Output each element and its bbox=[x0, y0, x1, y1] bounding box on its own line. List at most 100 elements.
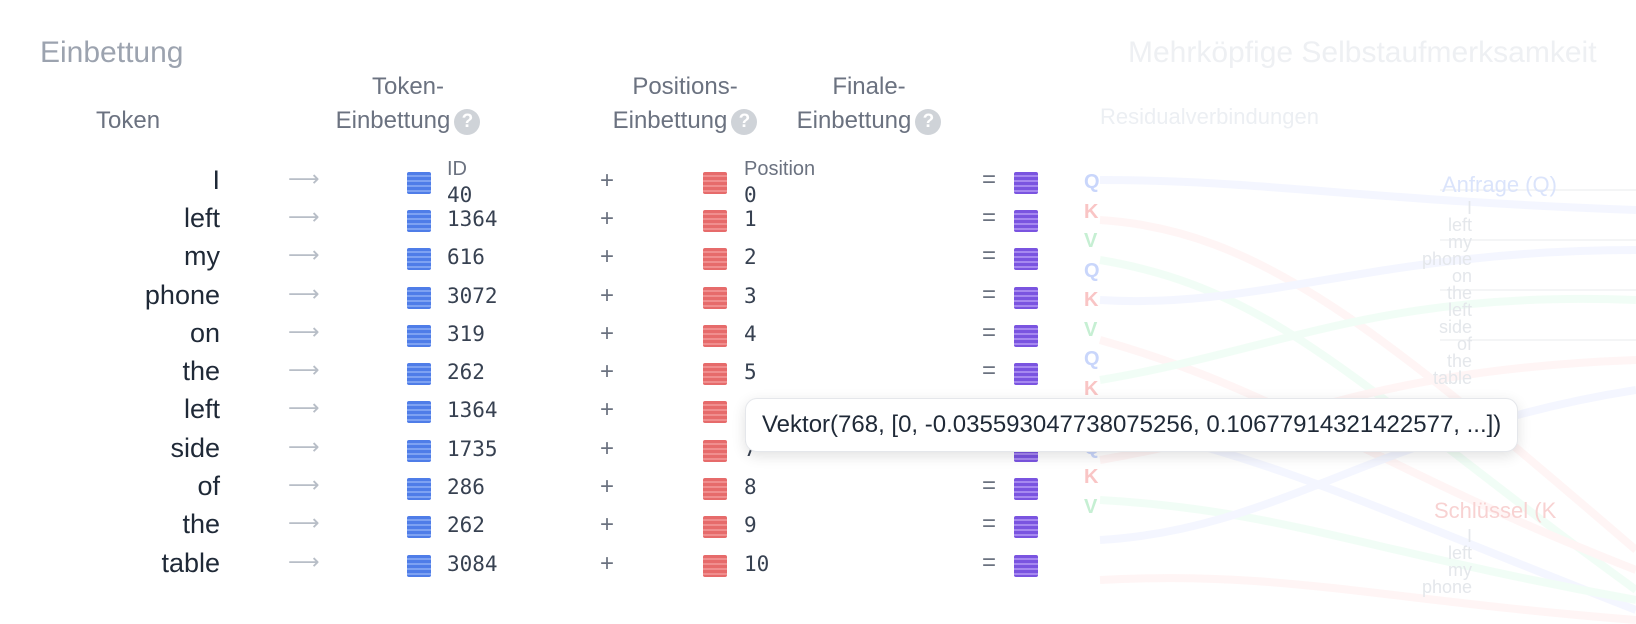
token-label: the bbox=[182, 509, 220, 539]
equals-sign: = bbox=[982, 319, 997, 346]
token-embedding-swatch[interactable] bbox=[407, 401, 431, 423]
plus-sign: + bbox=[600, 167, 615, 194]
arrow-icon: ⟶ bbox=[288, 319, 320, 344]
positional-embedding-swatch[interactable] bbox=[703, 478, 727, 500]
token-id: 262 bbox=[447, 513, 485, 537]
token-embedding-swatch[interactable] bbox=[407, 172, 431, 194]
token-embedding-column-header: Token- Einbettung? bbox=[323, 70, 493, 138]
equals-sign: = bbox=[982, 472, 997, 499]
embedding-row: table ⟶ 3084 + 10 = bbox=[0, 543, 1100, 583]
final-embedding-swatch[interactable] bbox=[1014, 478, 1038, 500]
token-embedding-swatch[interactable] bbox=[407, 363, 431, 385]
plus-sign: + bbox=[600, 435, 615, 462]
positional-embedding-swatch[interactable] bbox=[703, 210, 727, 232]
token-id: 616 bbox=[447, 245, 485, 269]
vector-tooltip: Vektor(768, [0, -0.035593047738075256, 0… bbox=[745, 398, 1519, 452]
id-sublabel: ID bbox=[447, 158, 467, 180]
residual-connections-label[interactable]: Residualverbindungen bbox=[1100, 104, 1319, 129]
arrow-icon: ⟶ bbox=[288, 204, 320, 229]
token-embedding-swatch[interactable] bbox=[407, 440, 431, 462]
attention-token: my bbox=[1448, 232, 1472, 252]
positional-embedding-column-header: Positions- Einbettung? bbox=[600, 70, 770, 138]
positional-embedding-help-icon[interactable]: ? bbox=[731, 108, 758, 135]
position-value: 8 bbox=[744, 475, 757, 499]
qkv-letter: V bbox=[1084, 230, 1098, 252]
token-embedding-swatch[interactable] bbox=[407, 248, 431, 270]
token-label: left bbox=[183, 203, 220, 233]
final-embedding-swatch[interactable] bbox=[1014, 363, 1038, 385]
arrow-icon: ⟶ bbox=[288, 472, 320, 497]
arrow-icon: ⟶ bbox=[288, 395, 320, 420]
token-id: 3084 bbox=[447, 552, 498, 576]
plus-sign: + bbox=[600, 282, 615, 309]
equals-sign: = bbox=[982, 242, 997, 269]
position-value: 4 bbox=[744, 322, 757, 346]
final-embedding-swatch[interactable] bbox=[1014, 287, 1038, 309]
arrow-icon: ⟶ bbox=[288, 242, 320, 267]
embedding-row: the ⟶ 262 + 5 = bbox=[0, 351, 1100, 391]
attention-token: phone bbox=[1421, 577, 1472, 597]
position-value: 2 bbox=[744, 245, 757, 269]
positional-embedding-swatch[interactable] bbox=[703, 325, 727, 347]
token-id: 1364 bbox=[447, 398, 498, 422]
positional-embedding-swatch[interactable] bbox=[703, 440, 727, 462]
final-embedding-swatch[interactable] bbox=[1014, 516, 1038, 538]
qkv-letter: Q bbox=[1084, 259, 1100, 282]
attention-token: phone bbox=[1421, 249, 1472, 269]
plus-sign: + bbox=[600, 396, 615, 423]
token-embedding-help-icon[interactable]: ? bbox=[454, 108, 481, 135]
attention-token: I bbox=[1466, 198, 1472, 218]
positional-embedding-swatch[interactable] bbox=[703, 516, 727, 538]
attention-token: on bbox=[1451, 266, 1472, 286]
token-embedding-swatch[interactable] bbox=[407, 325, 431, 347]
token-embedding-swatch[interactable] bbox=[407, 478, 431, 500]
attention-token: the bbox=[1446, 351, 1472, 371]
positional-embedding-swatch[interactable] bbox=[703, 172, 727, 194]
embedding-row: on ⟶ 319 + 4 = bbox=[0, 313, 1100, 353]
token-embedding-swatch[interactable] bbox=[407, 555, 431, 577]
token-column-header: Token bbox=[96, 107, 161, 134]
positional-embedding-swatch[interactable] bbox=[703, 401, 727, 423]
token-embedding-swatch[interactable] bbox=[407, 516, 431, 538]
final-embedding-swatch[interactable] bbox=[1014, 248, 1038, 270]
token-label: side bbox=[170, 433, 220, 463]
equals-sign: = bbox=[982, 549, 997, 576]
positional-embedding-swatch[interactable] bbox=[703, 363, 727, 385]
positional-embedding-swatch[interactable] bbox=[703, 248, 727, 270]
embedding-row: of ⟶ 286 + 8 = bbox=[0, 466, 1100, 506]
arrow-icon: ⟶ bbox=[288, 357, 320, 382]
attention-token: left bbox=[1447, 215, 1472, 235]
token-id: 319 bbox=[447, 322, 485, 346]
qkv-letter: K bbox=[1084, 377, 1099, 400]
position-value: 10 bbox=[744, 552, 770, 576]
plus-sign: + bbox=[600, 511, 615, 538]
final-embedding-swatch[interactable] bbox=[1014, 210, 1038, 232]
final-embedding-help-icon[interactable]: ? bbox=[915, 108, 942, 135]
arrow-icon: ⟶ bbox=[288, 434, 320, 459]
final-embedding-swatch[interactable] bbox=[1014, 325, 1038, 347]
positional-embedding-swatch[interactable] bbox=[703, 287, 727, 309]
equals-sign: = bbox=[982, 204, 997, 231]
qkv-letter: K bbox=[1084, 289, 1099, 311]
token-label: I bbox=[212, 165, 220, 195]
embedding-row: the ⟶ 262 + 9 = bbox=[0, 504, 1100, 544]
token-embedding-swatch[interactable] bbox=[407, 210, 431, 232]
final-embedding-swatch[interactable] bbox=[1014, 172, 1038, 194]
attention-token: my bbox=[1448, 560, 1472, 580]
arrow-icon: ⟶ bbox=[288, 281, 320, 306]
token-id: 286 bbox=[447, 475, 485, 499]
token-id: 3072 bbox=[447, 284, 498, 308]
embedding-title: Einbettung bbox=[40, 36, 184, 69]
plus-sign: + bbox=[600, 320, 615, 347]
embedding-row: my ⟶ 616 + 2 = bbox=[0, 236, 1100, 276]
qkv-letter: Q bbox=[1084, 171, 1100, 193]
final-embedding-swatch[interactable] bbox=[1014, 555, 1038, 577]
token-embedding-swatch[interactable] bbox=[407, 287, 431, 309]
attention-token: left bbox=[1447, 300, 1472, 320]
token-label: table bbox=[161, 548, 220, 578]
key-label: Schlüssel (K bbox=[1434, 498, 1557, 523]
position-value: 9 bbox=[744, 513, 757, 537]
positional-embedding-swatch[interactable] bbox=[703, 555, 727, 577]
